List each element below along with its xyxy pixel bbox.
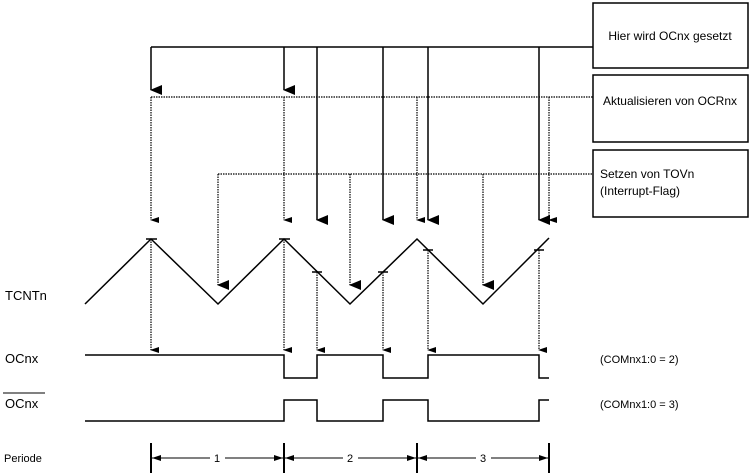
box-set-tovn: Setzen von TOVn (Interrupt-Flag)	[592, 149, 749, 218]
box-set-ocnx: Hier wird OCnx gesetzt	[592, 2, 749, 69]
period-2: 2	[285, 453, 416, 465]
period-2-label: 2	[347, 453, 353, 465]
compare-match-marks	[146, 238, 544, 273]
ocnx-waveform	[85, 354, 549, 379]
periode-label: Periode	[4, 453, 42, 465]
ocnx-label: OCnx	[5, 351, 39, 366]
com-mode-2-label: (COMnx1:0 = 2)	[600, 354, 679, 366]
ocnx-set-arrows	[150, 46, 593, 225]
ocrnx-update-arrows	[150, 96, 593, 223]
ocnx-inverted-waveform	[85, 399, 549, 422]
period-1-label: 1	[214, 453, 220, 465]
box-set-ocnx-label: Hier wird OCnx gesetzt	[608, 29, 732, 43]
period-3: 3	[418, 453, 548, 465]
tcntn-waveform	[84, 237, 550, 306]
box-set-tovn-label-2: (Interrupt-Flag)	[600, 184, 680, 198]
tovn-arrows	[217, 173, 593, 290]
ocnx-inverted-label: OCnx	[5, 396, 39, 411]
period-1: 1	[152, 453, 283, 465]
box-update-ocrnx-label: Aktualisieren von OCRnx	[603, 94, 737, 108]
com-mode-3-label: (COMnx1:0 = 3)	[600, 399, 679, 411]
tcntn-label: TCNTn	[5, 288, 47, 303]
period-3-label: 3	[480, 453, 486, 465]
compare-match-arrows	[150, 239, 547, 353]
box-update-ocrnx: Aktualisieren von OCRnx	[592, 74, 749, 143]
period-markers	[150, 443, 550, 473]
box-set-tovn-label-1: Setzen von TOVn	[600, 167, 694, 181]
